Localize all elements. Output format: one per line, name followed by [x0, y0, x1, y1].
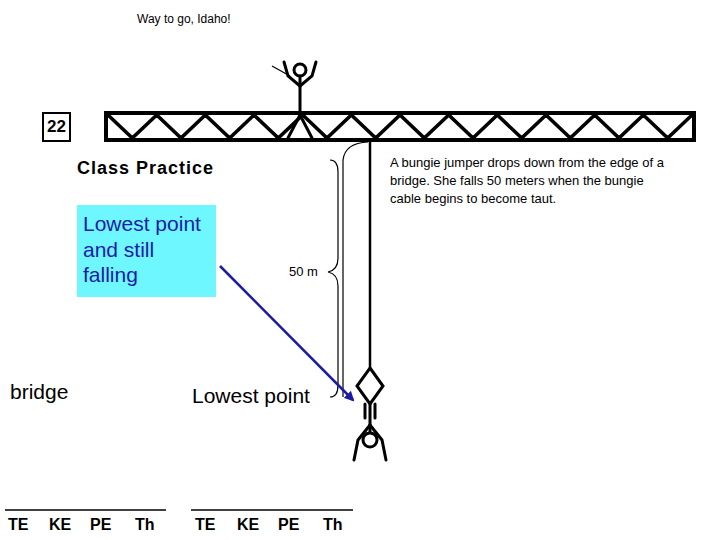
section-heading: Class Practice [77, 158, 214, 179]
energy-column: TE [8, 516, 28, 534]
bridge-truss-frame [106, 113, 694, 140]
dimension-brace [328, 160, 338, 397]
energy-column: TE [195, 516, 215, 534]
leader-arrow [220, 266, 353, 400]
dimension-line [343, 142, 368, 397]
speech-leader [272, 66, 290, 76]
energy-column: KE [49, 516, 71, 534]
jumper-figure [354, 404, 386, 460]
bungee-cable [369, 140, 372, 368]
answer-rule [5, 509, 166, 511]
position-label: bridge [10, 380, 68, 404]
harness-diamond [357, 368, 383, 404]
energy-column: KE [237, 516, 259, 534]
node-text: Lowest point and still falling [83, 211, 208, 288]
node-text: 22 [47, 117, 66, 137]
energy-column: Th [323, 516, 343, 534]
dimension-label: 50 m [287, 264, 320, 279]
bridge-truss-web [108, 115, 692, 138]
truss-zigzag [108, 115, 692, 138]
speech-text: Way to go, Idaho! [137, 12, 231, 26]
slide-number-box: 22 [42, 112, 71, 142]
problem-text: A bungie jumper drops down from the edge… [390, 154, 675, 208]
energy-column: PE [90, 516, 111, 534]
energy-column: Th [135, 516, 155, 534]
answer-rule [191, 509, 353, 511]
position-label: Lowest point [192, 384, 310, 408]
energy-column: PE [278, 516, 299, 534]
callout-box: Lowest point and still falling [77, 205, 216, 297]
